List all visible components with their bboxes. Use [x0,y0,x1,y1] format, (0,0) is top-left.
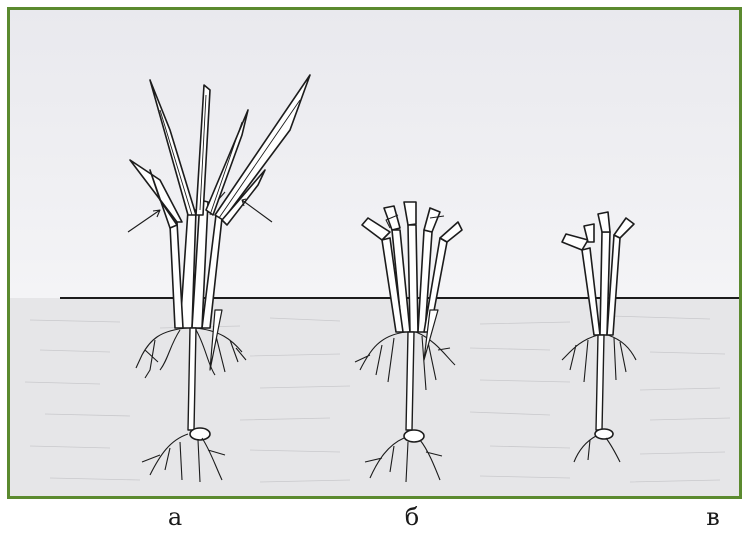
paper-background [10,10,739,298]
soil-area [10,298,739,496]
figure-frame [7,7,742,499]
caption-c: в [693,503,733,531]
plant-drawing [10,10,739,496]
caption-b: б [392,503,432,531]
caption-a: а [155,503,195,531]
